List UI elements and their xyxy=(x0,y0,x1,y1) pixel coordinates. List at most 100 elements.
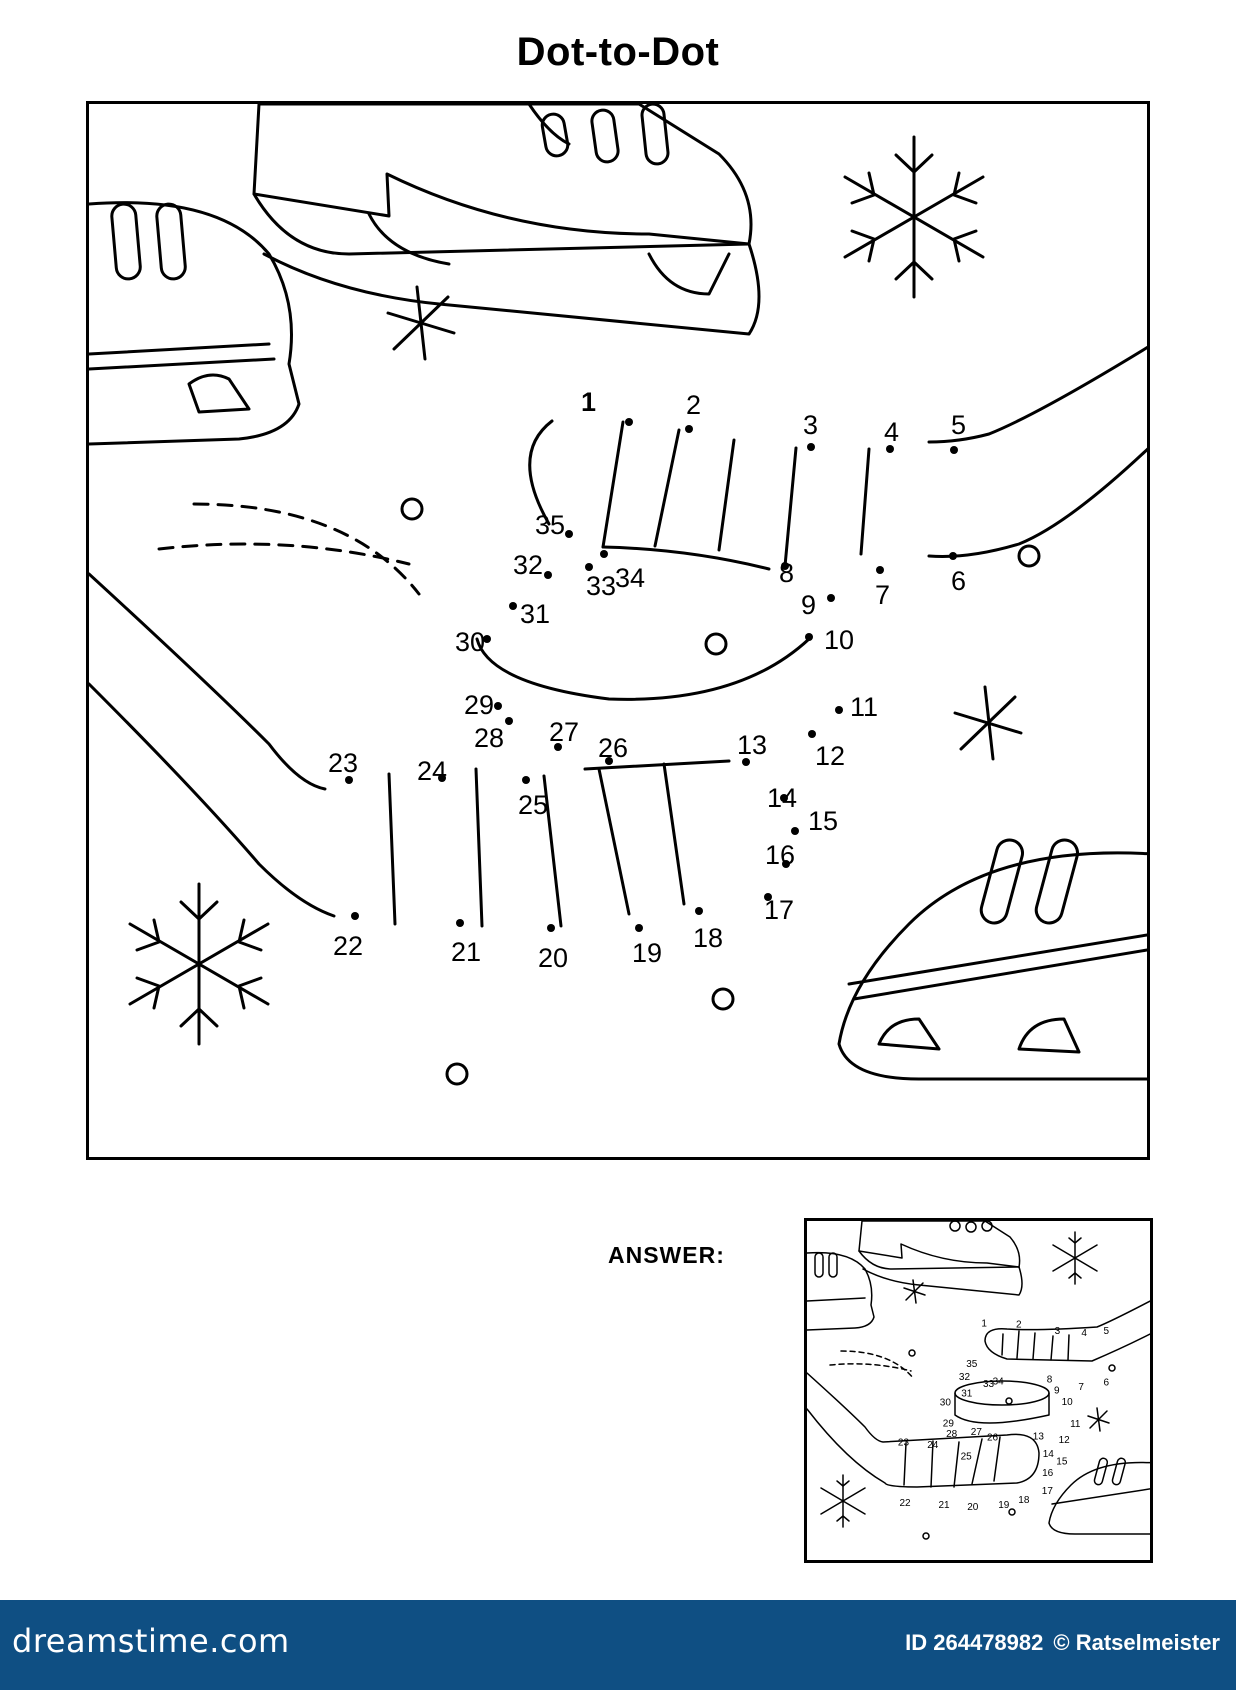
dot-label-33: 33 xyxy=(586,571,616,601)
dot-24 xyxy=(438,774,446,782)
answer-label: ANSWER: xyxy=(608,1242,725,1268)
snowflake-icon xyxy=(953,685,1023,761)
dot-15 xyxy=(791,827,799,835)
footer-logo[interactable]: dreamstime.com xyxy=(12,1622,290,1660)
answer-dot-label-21: 21 xyxy=(939,1500,951,1511)
dot-16 xyxy=(782,860,790,868)
dot-19 xyxy=(635,924,643,932)
dot-12 xyxy=(808,730,816,738)
dot-11 xyxy=(835,706,843,714)
dot-2 xyxy=(685,425,693,433)
dot-label-22: 22 xyxy=(333,931,363,961)
author-credit[interactable]: © Ratselmeister xyxy=(1053,1630,1220,1655)
dot-label-24: 24 xyxy=(417,756,447,786)
answer-dot-label-1: 1 xyxy=(981,1318,987,1329)
dot-21 xyxy=(456,919,464,927)
dot-label-31: 31 xyxy=(520,599,550,629)
answer-dot-label-35: 35 xyxy=(966,1359,978,1370)
answer-dot-label-26: 26 xyxy=(987,1433,999,1444)
snowflake-icon xyxy=(386,285,456,361)
answer-dot-label-14: 14 xyxy=(1043,1449,1055,1460)
answer-dot-label-17: 17 xyxy=(1042,1486,1054,1497)
answer-dot-label-28: 28 xyxy=(946,1429,958,1440)
hockey-stick-icon xyxy=(927,345,1147,558)
dot-label-1: 1 xyxy=(581,387,596,417)
dot-label-6: 6 xyxy=(951,566,966,596)
dot-23 xyxy=(345,776,353,784)
dot-label-26: 26 xyxy=(598,733,628,763)
dot-30 xyxy=(483,635,491,643)
dot-label-4: 4 xyxy=(884,417,899,447)
answer-dot-label-2: 2 xyxy=(1016,1319,1022,1330)
ice-skate-icon xyxy=(837,838,1147,1081)
dot-31 xyxy=(509,602,517,610)
dot-label-3: 3 xyxy=(803,410,818,440)
answer-dot-label-22: 22 xyxy=(900,1498,912,1509)
answer-dot-label-5: 5 xyxy=(1104,1326,1110,1337)
answer-dot-label-20: 20 xyxy=(967,1502,979,1513)
dot-33 xyxy=(585,563,593,571)
snowflake-icon xyxy=(843,135,985,299)
dot-label-11: 11 xyxy=(850,692,878,722)
dot-label-18: 18 xyxy=(693,923,723,953)
answer-dot-label-23: 23 xyxy=(898,1437,910,1448)
dot-5 xyxy=(950,446,958,454)
dot-28 xyxy=(505,717,513,725)
ice-skate-icon xyxy=(252,104,761,336)
answer-dot-label-13: 13 xyxy=(1033,1432,1045,1443)
dot-label-12: 12 xyxy=(815,741,845,771)
image-id: ID 264478982 xyxy=(905,1630,1044,1655)
dot-label-13: 13 xyxy=(737,730,767,760)
dot-17 xyxy=(764,893,772,901)
answer-dot-label-11: 11 xyxy=(1070,1419,1081,1430)
answer-dot-label-9: 9 xyxy=(1054,1385,1060,1396)
dot-label-27: 27 xyxy=(549,717,579,747)
answer-dot-label-34: 34 xyxy=(993,1376,1005,1387)
answer-dot-label-24: 24 xyxy=(927,1440,939,1451)
dot-10 xyxy=(805,633,813,641)
dot-label-20: 20 xyxy=(538,943,568,973)
dot-label-28: 28 xyxy=(474,723,504,753)
dot-label-19: 19 xyxy=(632,938,662,968)
dot-label-14: 14 xyxy=(767,783,797,813)
dot-32 xyxy=(544,571,552,579)
dot-label-32: 32 xyxy=(513,550,543,580)
puzzle-drawing: 1234567891011121314151617181920212223242… xyxy=(89,104,1147,1086)
answer-dot-label-6: 6 xyxy=(1104,1377,1110,1388)
answer-dot-label-32: 32 xyxy=(959,1372,971,1383)
dot-label-8: 8 xyxy=(779,558,794,588)
answer-dot-label-31: 31 xyxy=(961,1388,973,1399)
answer-dot-label-8: 8 xyxy=(1047,1375,1053,1386)
dot-22 xyxy=(351,912,359,920)
dot-label-25: 25 xyxy=(518,790,548,820)
answer-dot-label-33: 33 xyxy=(983,1379,995,1390)
dot-27 xyxy=(554,743,562,751)
dot-8 xyxy=(781,562,789,570)
dot-label-23: 23 xyxy=(328,748,358,778)
dot-1 xyxy=(625,418,633,426)
dot-26 xyxy=(605,757,613,765)
dot-label-16: 16 xyxy=(765,840,795,870)
dot-18 xyxy=(695,907,703,915)
answer-dot-label-18: 18 xyxy=(1018,1495,1030,1506)
answer-dot-label-15: 15 xyxy=(1056,1457,1068,1468)
dot-label-10: 10 xyxy=(824,625,854,655)
dot-14 xyxy=(780,794,788,802)
dot-34 xyxy=(600,550,608,558)
footer-bar: dreamstime.com ID 264478982 © Ratselmeist… xyxy=(0,1600,1236,1690)
dot-13 xyxy=(742,758,750,766)
dot-label-21: 21 xyxy=(451,937,481,967)
answer-dot-label-7: 7 xyxy=(1078,1382,1084,1393)
hockey-stick-icon xyxy=(89,572,336,918)
answer-dot-label-16: 16 xyxy=(1042,1468,1054,1479)
dot-3 xyxy=(807,443,815,451)
answer-dot-label-30: 30 xyxy=(940,1398,952,1409)
snowflake-icon xyxy=(128,882,270,1046)
dot-label-7: 7 xyxy=(875,580,890,610)
dot-label-2: 2 xyxy=(686,390,701,420)
page-title: Dot-to-Dot xyxy=(516,30,720,74)
